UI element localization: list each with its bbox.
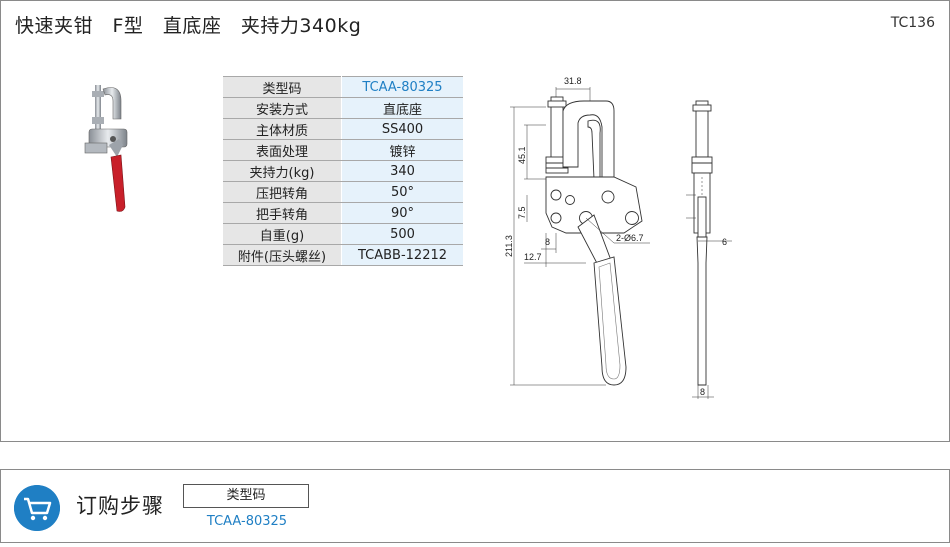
spec-row: 附件(压头螺丝) TCABB-12212 [223,244,463,266]
spec-label: 夹持力(kg) [223,160,342,182]
spec-table: 类型码 TCAA-80325 安装方式 直底座 主体材质 SS400 表面处理 … [223,76,463,266]
spec-row: 自重(g) 500 [223,223,463,245]
spec-value: 500 [341,223,463,245]
spec-label: 主体材质 [223,118,342,140]
spec-label: 表面处理 [223,139,342,161]
spec-label: 压把转角 [223,181,342,203]
page-title: 快速夹钳 F型 直底座 夹持力340kg [15,15,362,37]
technical-drawing: 31.8 45.1 7.5 211.3 8 12.7 2-Ø6.7 [504,76,732,399]
dim-side-thickness: 6 [722,237,727,247]
spec-row: 表面处理 镀锌 [223,139,463,161]
type-code-box: 类型码 [183,484,309,508]
spec-value: 镀锌 [341,139,463,161]
product-panel: 快速夹钳 F型 直底座 夹持力340kg TC136 类型码 TCAA-8032… [0,0,950,442]
dim-base-a: 8 [545,237,550,247]
spec-row: 夹持力(kg) 340 [223,160,463,182]
order-heading: 订购步骤 [76,494,164,518]
spec-row: 类型码 TCAA-80325 [223,76,463,98]
spec-row: 主体材质 SS400 [223,118,463,140]
dim-overall-height: 211.3 [504,235,514,257]
dim-pivot-offset: 7.5 [517,206,527,219]
spec-value-type-code[interactable]: TCAA-80325 [341,76,463,98]
spec-label: 自重(g) [223,223,342,245]
cart-icon [14,485,60,531]
spec-value: 340 [341,160,463,182]
spec-row: 压把转角 50° [223,181,463,203]
spec-value: SS400 [341,118,463,140]
spec-value: TCABB-12212 [341,244,463,266]
dim-holes: 2-Ø6.7 [616,233,644,243]
spec-value: 50° [341,181,463,203]
dim-top-width: 31.8 [564,76,582,86]
order-panel: 订购步骤 类型码 TCAA-80325 [0,469,950,543]
spec-row: 安装方式 直底座 [223,97,463,119]
spec-label: 安装方式 [223,97,342,119]
product-photo [84,85,128,212]
spec-value: 直底座 [341,97,463,119]
spec-label: 附件(压头螺丝) [223,244,342,266]
spec-value: 90° [341,202,463,224]
spec-label: 把手转角 [223,202,342,224]
dim-side-width: 8 [700,387,705,397]
dim-upper-height: 45.1 [517,146,527,164]
dim-base-b: 12.7 [524,252,542,262]
type-code-link[interactable]: TCAA-80325 [206,514,288,529]
spec-row: 把手转角 90° [223,202,463,224]
spec-label: 类型码 [223,76,342,98]
product-code: TC136 [890,15,935,31]
